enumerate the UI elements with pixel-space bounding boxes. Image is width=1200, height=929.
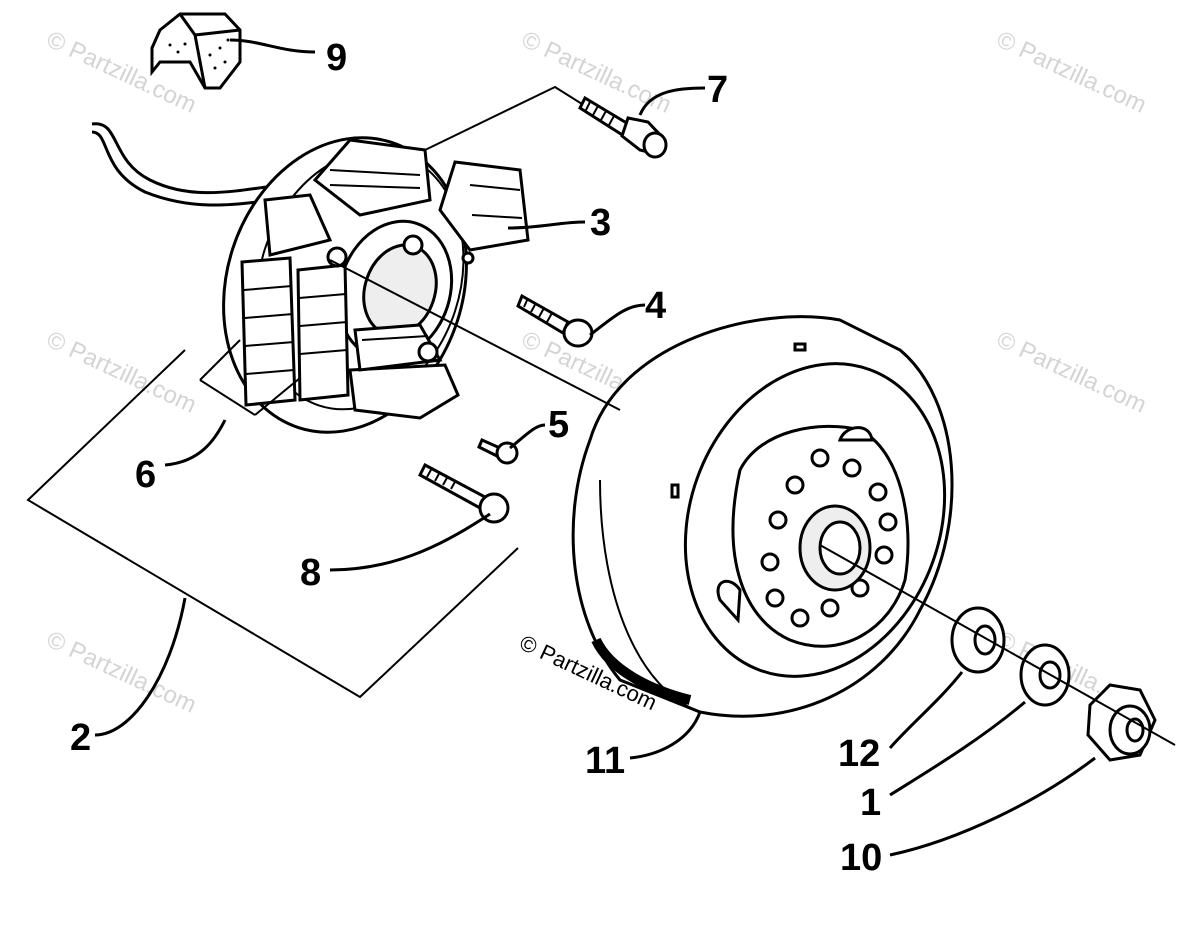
part-4-screw [516, 293, 594, 348]
callout-labels: 9 7 3 4 5 6 8 2 11 12 1 10 [70, 37, 882, 879]
part-12-washer [950, 606, 1006, 674]
callout-3: 3 [590, 202, 611, 244]
callout-6: 6 [135, 454, 156, 496]
callout-11: 11 [585, 740, 625, 782]
callout-7: 7 [707, 69, 728, 111]
watermark: © Partzilla.com [992, 326, 1150, 419]
part-5-screw [477, 438, 519, 465]
stator-assembly [91, 122, 530, 434]
callout-2: 2 [70, 717, 91, 759]
callout-8: 8 [300, 552, 321, 594]
callout-9: 9 [326, 37, 347, 79]
part-11-flywheel [571, 315, 954, 718]
part-1-lockwasher [1019, 643, 1071, 707]
part-9-block [150, 12, 242, 90]
watermark: © Partzilla.com [42, 326, 200, 419]
callout-10: 10 [840, 837, 882, 879]
part-7-bolt [578, 95, 668, 159]
watermark: © Partzilla.com [992, 26, 1150, 119]
callout-5: 5 [548, 404, 569, 446]
watermark: © Partzilla.com [42, 626, 200, 719]
callout-12: 12 [838, 733, 880, 775]
part-8-screw [418, 462, 510, 524]
leader-lines [26, 85, 1176, 746]
callout-leaders [94, 38, 1096, 857]
callout-1: 1 [860, 782, 881, 824]
callout-4: 4 [645, 285, 666, 327]
